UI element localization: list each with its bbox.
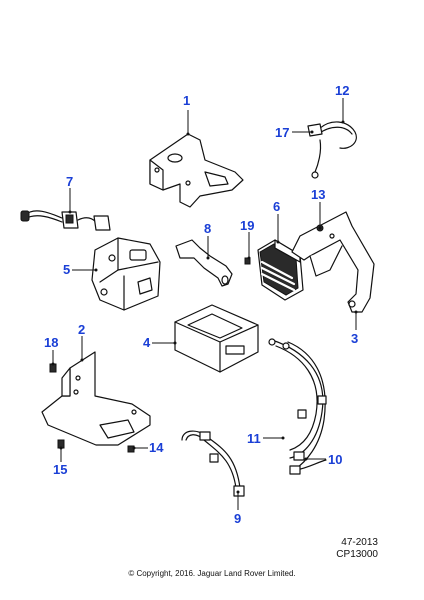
part-9-cable (181, 430, 245, 497)
callout-2: 2 (78, 322, 85, 337)
callout-17: 17 (275, 125, 289, 140)
part-2-bracket (41, 351, 151, 453)
part-8-strap (175, 239, 233, 287)
callout-5: 5 (63, 262, 70, 277)
callout-18: 18 (44, 335, 58, 350)
callout-14: 14 (149, 440, 164, 455)
part-5-actuator (91, 237, 161, 311)
callout-11: 11 (247, 431, 261, 446)
callout-1: 1 (183, 93, 190, 108)
part-3-frame (291, 211, 375, 313)
copyright-notice: © Copyright, 2016. Jaguar Land Rover Lim… (128, 569, 296, 578)
part-10-11-cables (268, 338, 327, 475)
part-12-harness (307, 121, 357, 179)
reference-code: 47-2013 (341, 537, 378, 548)
part-4-module (174, 304, 259, 373)
callout-6: 6 (273, 199, 280, 214)
callout-8: 8 (204, 221, 211, 236)
callout-12: 12 (335, 83, 349, 98)
callout-labels: 1 12 17 7 13 6 19 8 5 3 4 2 18 14 15 11 … (44, 83, 358, 526)
callout-13: 13 (311, 187, 325, 202)
callout-10: 10 (328, 452, 342, 467)
callout-15: 15 (53, 462, 67, 477)
callout-19: 19 (240, 218, 254, 233)
callout-9: 9 (234, 511, 241, 526)
part-7-sensor (20, 210, 111, 231)
callout-4: 4 (143, 335, 151, 350)
reference-plate: CP13000 (336, 549, 378, 560)
callout-7: 7 (66, 174, 73, 189)
part-1-bracket (149, 133, 244, 208)
reference-block: 47-2013 CP13000 (336, 537, 378, 561)
callout-3: 3 (351, 331, 358, 346)
leader-lines (51, 98, 358, 510)
part-6-module (257, 239, 304, 301)
